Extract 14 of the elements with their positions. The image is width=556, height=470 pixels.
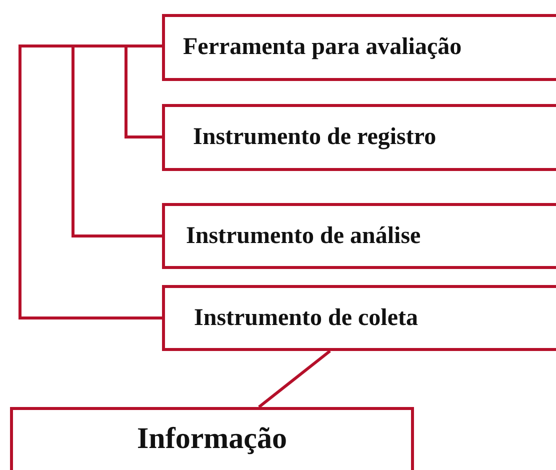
- text-box: [162, 203, 556, 269]
- connector-line: [124, 44, 162, 138]
- connector-line: [18, 44, 162, 320]
- box-label: Instrumento de coleta: [194, 304, 418, 332]
- text-box: [162, 285, 556, 351]
- connector-line: [72, 44, 162, 238]
- box-label: Instrumento de análise: [186, 222, 421, 250]
- box-label: Ferramenta para avaliação: [183, 34, 462, 61]
- box-label: Informação: [137, 421, 287, 456]
- connector-line: [258, 350, 331, 408]
- text-box: [162, 104, 556, 171]
- box-label: Instrumento de registro: [193, 124, 436, 151]
- text-box: [10, 407, 414, 470]
- text-box: [162, 14, 556, 81]
